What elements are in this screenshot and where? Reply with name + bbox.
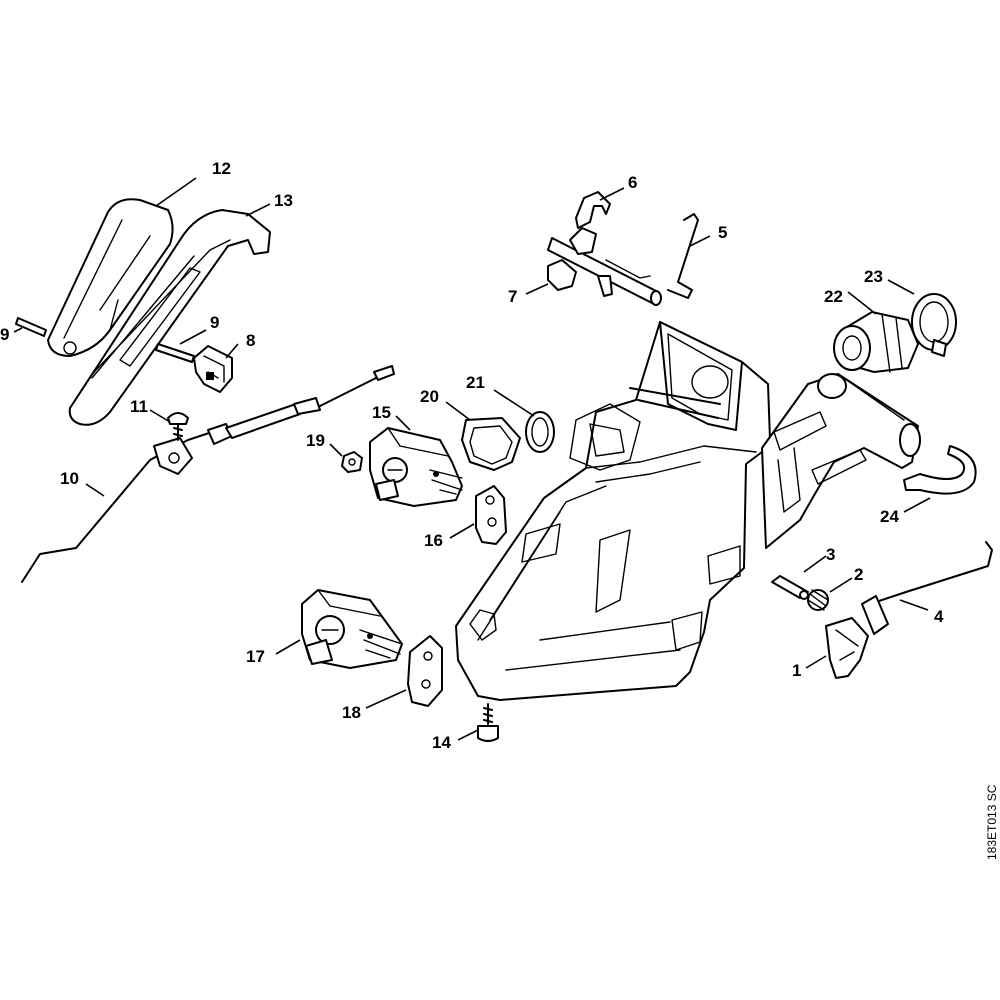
label-3: 3 bbox=[826, 545, 835, 564]
part-17-carburetor bbox=[301, 589, 403, 669]
part-10-throttle-rod-cable bbox=[21, 365, 395, 583]
part-21-ring bbox=[525, 411, 555, 453]
part-9-pin-left bbox=[15, 317, 47, 337]
label-5: 5 bbox=[718, 223, 727, 242]
label-9-right: 9 bbox=[210, 313, 219, 332]
label-19: 19 bbox=[306, 431, 325, 450]
label-11: 11 bbox=[130, 397, 148, 416]
part-20-gasket bbox=[461, 417, 521, 471]
part-3-pin bbox=[771, 575, 809, 600]
label-21: 21 bbox=[466, 373, 485, 392]
label-24: 24 bbox=[880, 507, 899, 526]
part-15-carburetor bbox=[369, 427, 463, 507]
label-8: 8 bbox=[246, 331, 255, 350]
label-22: 22 bbox=[824, 287, 843, 306]
label-20: 20 bbox=[420, 387, 439, 406]
part-13-handle-grip bbox=[68, 209, 271, 426]
label-10: 10 bbox=[60, 469, 79, 488]
part-2-spring bbox=[807, 589, 829, 611]
part-11-screw bbox=[167, 412, 189, 441]
label-9-left: 9 bbox=[0, 325, 9, 344]
label-16: 16 bbox=[424, 531, 443, 550]
part-5-wire-rod bbox=[667, 213, 699, 299]
drawing-code: 183ET013 SC bbox=[985, 784, 999, 860]
part-8-bracket bbox=[193, 345, 233, 393]
label-6: 6 bbox=[628, 173, 637, 192]
part-4-throttle-rod bbox=[875, 541, 993, 603]
part-23-hose-clamp bbox=[911, 293, 957, 357]
part-9-pin-right bbox=[155, 343, 195, 363]
part-14-screw bbox=[477, 703, 499, 742]
part-19-nut bbox=[341, 451, 363, 473]
part-7-shaft-assembly bbox=[547, 227, 662, 306]
label-18: 18 bbox=[342, 703, 361, 722]
part-18-spacer-plate bbox=[407, 635, 443, 707]
label-1: 1 bbox=[792, 661, 801, 680]
label-12: 12 bbox=[212, 159, 231, 178]
label-2: 2 bbox=[854, 565, 863, 584]
label-17: 17 bbox=[246, 647, 265, 666]
label-23: 23 bbox=[864, 267, 883, 286]
label-13: 13 bbox=[274, 191, 293, 210]
callout-labels: 12 13 9 9 8 11 10 6 5 7 19 15 20 21 16 1… bbox=[0, 159, 944, 752]
main-housing bbox=[455, 321, 771, 701]
label-4: 4 bbox=[934, 607, 944, 626]
part-12-handle-cover bbox=[47, 198, 174, 357]
part-24-hose bbox=[903, 445, 977, 495]
label-7: 7 bbox=[508, 287, 517, 306]
leader-lines bbox=[13, 177, 931, 741]
label-14: 14 bbox=[432, 733, 451, 752]
part-22-intake-manifold bbox=[833, 311, 919, 373]
rear-handle bbox=[761, 373, 921, 549]
part-1-throttle-trigger bbox=[825, 595, 889, 679]
label-15: 15 bbox=[372, 403, 391, 422]
part-16-spacer-plate bbox=[475, 485, 507, 545]
